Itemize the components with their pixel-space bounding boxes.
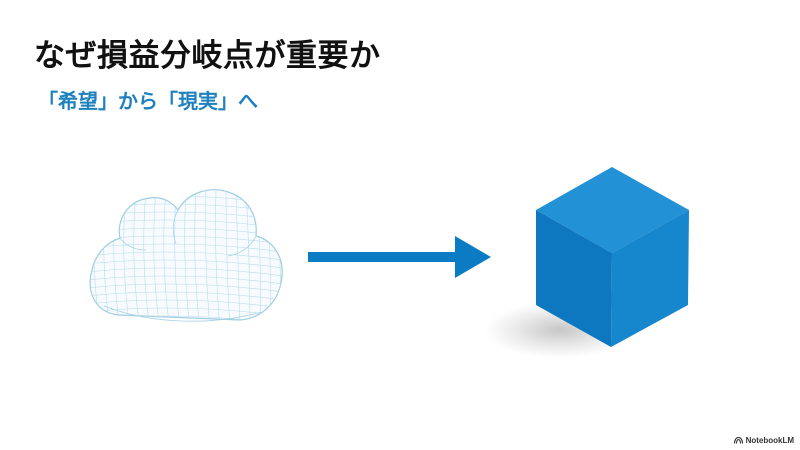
notebooklm-watermark: NotebookLM (733, 436, 794, 445)
watermark-label: NotebookLM (745, 436, 794, 445)
slide-subtitle: 「希望」から「現実」へ (38, 89, 258, 113)
wireframe-cloud-icon (89, 189, 283, 322)
notebooklm-logo-icon (733, 437, 743, 444)
arrow-right-icon (308, 236, 491, 278)
slide-title: なぜ損益分岐点が重要か (34, 38, 381, 74)
solid-cube-icon (485, 167, 689, 358)
